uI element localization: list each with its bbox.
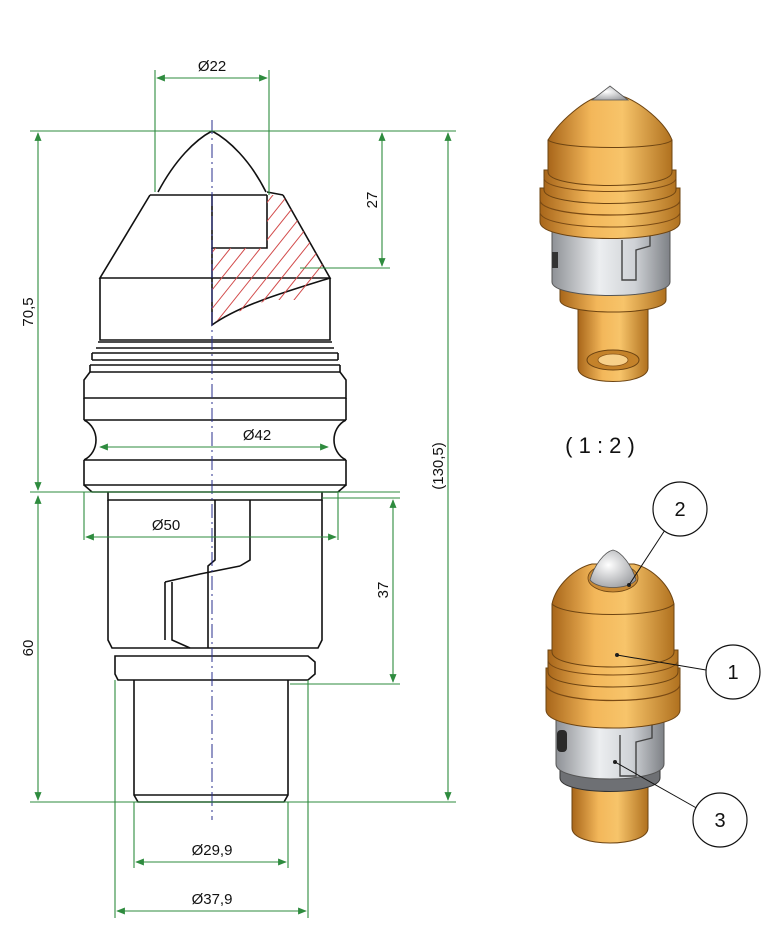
balloon-2: 2 <box>652 481 708 537</box>
balloon-3: 3 <box>692 792 748 848</box>
dim-diameter-37-9: Ø37,9 <box>192 891 233 908</box>
leader-lines <box>614 529 707 811</box>
scale-label: ( 1 : 2 ) <box>565 433 635 458</box>
dimension-lines <box>30 70 456 918</box>
balloon-3-label: 3 <box>714 810 725 832</box>
dim-height-27: 27 <box>364 192 381 209</box>
dim-height-70-5: 70,5 <box>20 297 37 326</box>
balloon-1: 1 <box>705 644 761 700</box>
dim-diameter-42: Ø42 <box>243 427 271 444</box>
iso-view-bottom <box>545 549 681 844</box>
dim-height-37: 37 <box>375 582 392 599</box>
section-hatch <box>212 195 330 325</box>
dim-height-60: 60 <box>20 640 37 657</box>
iso-view-top <box>539 85 681 382</box>
balloon-2-label: 2 <box>674 499 685 521</box>
dim-diameter-50: Ø50 <box>152 517 180 534</box>
part-outline <box>83 130 347 803</box>
dim-diameter-22: Ø22 <box>198 58 226 75</box>
dim-diameter-29-9: Ø29,9 <box>192 842 233 859</box>
balloon-1-label: 1 <box>727 662 738 684</box>
dim-height-130-5: (130,5) <box>430 442 447 490</box>
